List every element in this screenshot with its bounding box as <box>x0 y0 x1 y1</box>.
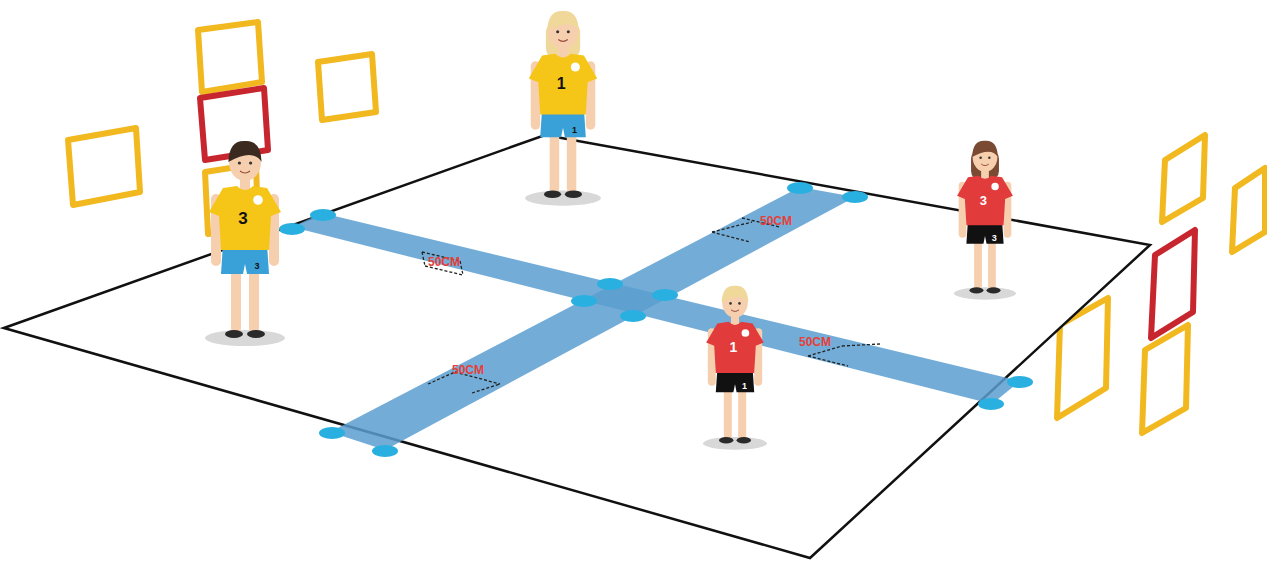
player-figure <box>205 141 285 346</box>
hair <box>228 141 261 162</box>
hair <box>547 11 579 31</box>
leg <box>567 132 577 193</box>
player-figure <box>703 286 767 450</box>
shadow <box>525 191 601 206</box>
width-marks <box>422 218 880 393</box>
shoe <box>737 437 751 443</box>
eye <box>988 157 990 159</box>
blue-band <box>330 187 855 450</box>
dimension-label: 50CM <box>799 336 831 348</box>
hair <box>722 286 749 303</box>
leg <box>988 239 996 289</box>
eye <box>238 161 241 164</box>
eye <box>556 30 559 33</box>
badge <box>253 195 263 205</box>
shoe <box>987 287 1001 293</box>
shoe <box>225 330 243 338</box>
field-outline <box>4 135 1150 558</box>
shorts-number: 3 <box>992 233 997 242</box>
players <box>205 11 1016 450</box>
shoe <box>247 330 265 338</box>
shirt <box>529 54 597 115</box>
eye <box>979 157 981 159</box>
leg <box>974 239 982 289</box>
hair <box>972 141 998 157</box>
leg <box>249 268 259 332</box>
player-figure <box>954 141 1016 300</box>
shorts-number: 1 <box>572 125 577 134</box>
leg <box>724 387 732 438</box>
shirt-number: 1 <box>557 76 566 92</box>
shirt <box>957 176 1013 226</box>
dimension-label: 50CM <box>760 215 792 227</box>
eye <box>729 302 732 305</box>
shorts-number: 3 <box>254 262 259 271</box>
dimension-label: 50CM <box>452 364 484 376</box>
blue-band <box>292 213 1020 404</box>
eye <box>738 302 741 305</box>
shorts-number: 1 <box>742 381 747 390</box>
shadow <box>205 330 285 346</box>
shirt-number: 1 <box>729 340 737 354</box>
badge <box>571 62 580 71</box>
shadow <box>954 287 1016 299</box>
mouth <box>558 39 568 41</box>
shirt <box>706 322 764 373</box>
leg <box>550 132 560 193</box>
shirt-number: 3 <box>238 210 247 227</box>
mouth <box>731 310 739 312</box>
shoe <box>544 191 561 199</box>
eye <box>249 161 252 164</box>
badge <box>991 183 998 190</box>
mouth <box>981 164 989 166</box>
eye <box>567 30 570 33</box>
shoe <box>565 191 582 199</box>
cones <box>279 182 1033 457</box>
shoe <box>719 437 733 443</box>
shoe <box>970 287 984 293</box>
shadow <box>703 437 767 450</box>
leg <box>738 387 746 438</box>
shirt <box>209 186 281 250</box>
dimension-label: 50CM <box>428 256 460 268</box>
leg <box>231 268 241 332</box>
badge <box>742 329 750 337</box>
player-figure <box>525 11 601 206</box>
mouth <box>240 171 250 173</box>
shirt-number: 3 <box>980 194 987 207</box>
